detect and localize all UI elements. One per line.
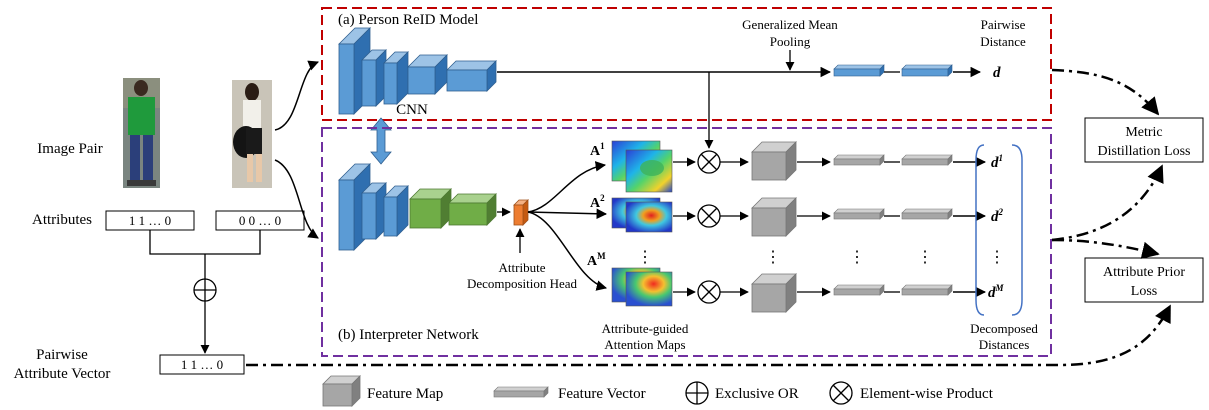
gmp-label-2: Pooling bbox=[770, 34, 811, 49]
product-icon-m bbox=[697, 280, 721, 304]
gray-fv-1b bbox=[901, 154, 953, 166]
distance-vdots: ⋮ bbox=[989, 249, 1005, 266]
shared-weights-arrow bbox=[370, 117, 392, 165]
mdl-label-1: Metric bbox=[1125, 125, 1162, 140]
branch-arrow-m bbox=[527, 211, 608, 291]
pairwise-vector-box bbox=[159, 354, 245, 375]
interpreter-title: (b) Interpreter Network bbox=[338, 327, 479, 343]
branch-arrow-2 bbox=[527, 208, 608, 220]
gray-fv-2a bbox=[833, 208, 885, 220]
gray-fv-ma bbox=[833, 284, 885, 296]
pairwise-attribute-label-1: Pairwise bbox=[36, 347, 88, 363]
interpreter-green-blocks bbox=[409, 188, 497, 229]
attribute-decomposition-head bbox=[513, 199, 529, 226]
gray-fv-2b bbox=[901, 208, 953, 220]
image-pair-label: Image Pair bbox=[37, 141, 102, 157]
distance-d1: d1 bbox=[991, 153, 1003, 171]
legend-product-icon bbox=[829, 381, 853, 405]
attention-map-m bbox=[611, 267, 673, 307]
feature-map-1 bbox=[751, 141, 797, 181]
adh-label-1: Attribute bbox=[499, 260, 546, 275]
fv-vdots-1: ⋮ bbox=[849, 249, 865, 266]
pairwise-attribute-label-2: Attribute Vector bbox=[14, 366, 111, 382]
legend-feature-map-icon bbox=[322, 375, 361, 407]
person-image-2 bbox=[232, 80, 272, 188]
adh-label-2: Decomposition Head bbox=[467, 276, 578, 291]
legend-feature-vector-icon bbox=[493, 386, 549, 398]
gray-fv-1a bbox=[833, 154, 885, 166]
person-image-1 bbox=[123, 78, 160, 188]
agam-label-1: Attribute-guided bbox=[602, 321, 689, 336]
reid-to-mdl-arrow bbox=[1051, 68, 1160, 116]
distance-bracket-right bbox=[1011, 144, 1023, 316]
xor-connector bbox=[149, 230, 261, 255]
xor-icon bbox=[193, 278, 217, 302]
attention-label-a1: A1 bbox=[590, 141, 605, 159]
attribute-vector-1: 1 1 … 0 bbox=[129, 213, 171, 228]
arrow-to-reid bbox=[274, 60, 319, 131]
legend-product: Element-wise Product bbox=[860, 386, 994, 402]
gmp-label-1: Generalized Mean bbox=[742, 17, 838, 32]
legend-xor-icon bbox=[685, 381, 709, 405]
pairwise-distance-label-1: Pairwise bbox=[981, 17, 1026, 32]
attention-vdots: ⋮ bbox=[637, 249, 653, 266]
interpreter-box bbox=[321, 127, 1052, 357]
attribute-prior-loss-box bbox=[1084, 257, 1204, 303]
arrow-to-interpreter bbox=[274, 159, 319, 239]
reid-feature-vector-2 bbox=[901, 64, 953, 77]
reid-cnn bbox=[338, 27, 497, 115]
agam-label-2: Attention Maps bbox=[604, 337, 685, 352]
feature-map-2 bbox=[751, 197, 797, 237]
mdl-label-2: Distillation Loss bbox=[1098, 144, 1191, 159]
legend-feature-map: Feature Map bbox=[367, 386, 443, 402]
attention-label-a2: A2 bbox=[590, 193, 605, 211]
legend-feature-vector: Feature Vector bbox=[558, 386, 646, 402]
apl-label-2: Loss bbox=[1131, 284, 1157, 299]
dd-label-1: Decomposed bbox=[970, 321, 1038, 336]
legend-xor: Exclusive OR bbox=[715, 386, 799, 402]
distance-dm: dM bbox=[988, 283, 1005, 301]
attention-map-2 bbox=[611, 197, 673, 233]
cnn-label: CNN bbox=[396, 102, 428, 118]
fv-vdots-2: ⋮ bbox=[917, 249, 933, 266]
feature-map-vdots: ⋮ bbox=[765, 249, 781, 266]
attention-label-am: AM bbox=[587, 251, 606, 269]
reid-feature-vector-1 bbox=[833, 64, 885, 77]
interp-to-apl-arrow bbox=[1051, 238, 1160, 259]
interp-to-mdl-arrow bbox=[1051, 164, 1164, 242]
apl-label-1: Attribute Prior bbox=[1103, 265, 1185, 280]
pairwise-distance-d: d bbox=[993, 65, 1001, 81]
reid-model-box bbox=[321, 7, 1052, 121]
reid-model-title: (a) Person ReID Model bbox=[338, 12, 478, 28]
pairwise-vector: 1 1 … 0 bbox=[181, 357, 223, 372]
attribute-vector-2: 0 0 … 0 bbox=[239, 213, 281, 228]
attributes-label: Attributes bbox=[32, 212, 92, 228]
metric-distillation-loss-box bbox=[1084, 117, 1204, 163]
feature-map-m bbox=[751, 273, 797, 313]
pairwise-distance-label-2: Distance bbox=[980, 34, 1026, 49]
product-icon-2 bbox=[697, 204, 721, 228]
gray-fv-mb bbox=[901, 284, 953, 296]
distance-d2: d2 bbox=[991, 207, 1004, 225]
interpreter-cnn bbox=[338, 163, 409, 251]
attention-map-1 bbox=[611, 140, 673, 193]
distance-bracket-left bbox=[975, 144, 985, 316]
dd-label-2: Distances bbox=[979, 337, 1030, 352]
product-icon-1 bbox=[697, 150, 721, 174]
branch-arrow-1 bbox=[527, 161, 607, 213]
attr-vector-to-apl-arrow bbox=[246, 304, 1172, 367]
